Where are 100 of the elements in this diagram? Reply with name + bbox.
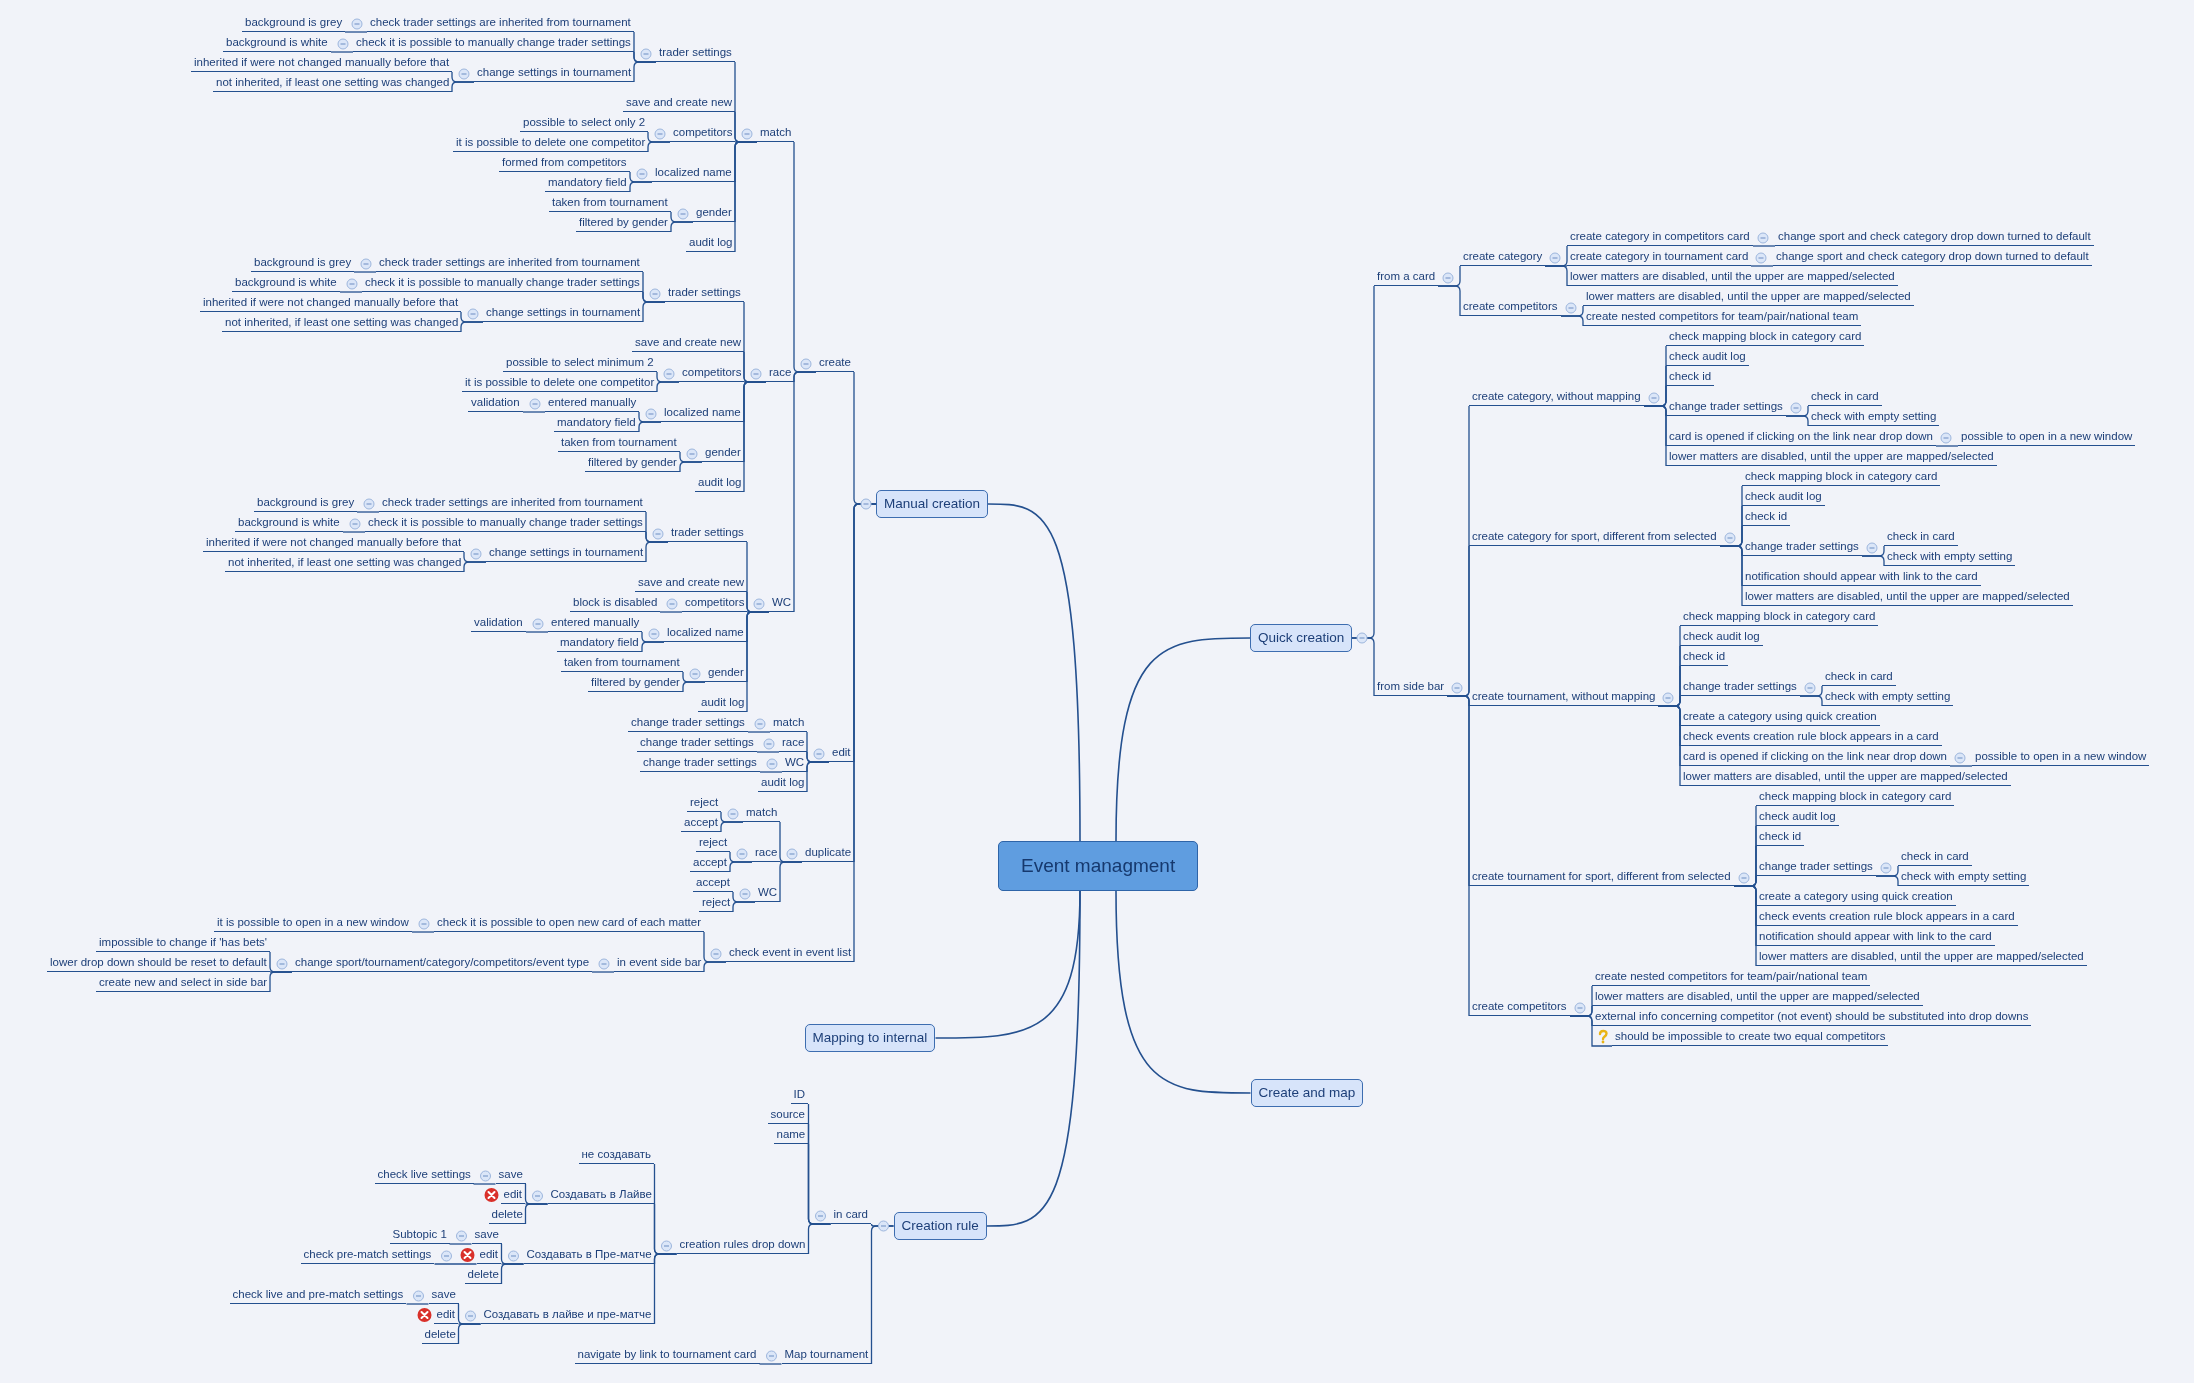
connector-line	[525, 631, 549, 633]
connector-line	[1935, 445, 1959, 447]
topic-label: mandatory field	[554, 415, 639, 432]
connector-line	[353, 271, 377, 273]
topic-label: possible to open in a new window	[1972, 749, 2150, 766]
connector-line	[743, 381, 767, 493]
connector-line	[451, 81, 475, 93]
topic-label: Map tournament	[781, 1347, 872, 1364]
topic-label: formed from competitors	[499, 155, 630, 172]
topic-label: taken from tournament	[561, 655, 683, 672]
connector-line	[642, 301, 666, 323]
topic-label: change trader settings	[637, 735, 757, 752]
topic-label: should be impossible to create two equal competitors	[1612, 1029, 1889, 1046]
topic-label: from side bar	[1374, 679, 1448, 696]
topic-label: competitors	[670, 125, 736, 142]
topic-label: create category in competitors card	[1567, 229, 1753, 246]
connector-line	[987, 503, 1081, 842]
topic-label: edit	[500, 1187, 526, 1204]
connector-line	[653, 1253, 678, 1325]
topic-label: creation rules drop down	[676, 1237, 809, 1254]
topic-label: check with empty setting	[1898, 869, 2030, 886]
topic-label: Subtopic 1	[389, 1227, 450, 1244]
topic-label: check trader settings are inherited from tournament	[367, 15, 634, 32]
topic-label: audit log	[686, 235, 736, 252]
connector-line	[729, 861, 753, 873]
topic-label: notification should appear with link to the card	[1756, 929, 1995, 946]
topic-label: accept	[690, 855, 730, 872]
topic-label: delete	[488, 1207, 526, 1224]
topic-label: create competitors	[1469, 999, 1570, 1016]
topic-box: Creation rule	[893, 1212, 987, 1240]
connector-line	[1544, 265, 1568, 287]
topic-label: card is opened if clicking on the link near drop down	[1680, 749, 1951, 766]
topic-box: Mapping to internal	[804, 1024, 936, 1052]
connector-line	[747, 731, 771, 733]
topic-label: check pre-match settings	[300, 1247, 435, 1264]
topic-label: trader settings	[665, 285, 744, 302]
connector-line	[433, 1263, 478, 1265]
topic-label: race	[779, 735, 808, 752]
connector-line	[870, 1225, 895, 1365]
topic-label: reject	[687, 795, 722, 812]
topic-label: check with empty setting	[1808, 409, 1940, 426]
topic-label: create category, without mapping	[1469, 389, 1644, 406]
connector-line	[500, 1263, 525, 1285]
connector-line	[633, 61, 657, 83]
topic-label: race	[752, 845, 781, 862]
connector-line	[1446, 695, 1470, 1017]
topic-label: filtered by gender	[588, 675, 683, 692]
connector-line	[1115, 637, 1251, 842]
topic-label: background is grey	[254, 495, 358, 512]
topic-label: match	[757, 125, 795, 142]
topic-label: delete	[464, 1267, 502, 1284]
central-topic-box: Event managment	[998, 841, 1199, 891]
topic-label: possible to select minimum 2	[503, 355, 657, 372]
topic-label: it is possible to delete one competitor	[453, 135, 649, 152]
connector-line	[985, 890, 1081, 1227]
topic-label: Создавать в Лайве	[547, 1187, 655, 1204]
connector-line	[638, 421, 662, 433]
topic-label: competitors	[682, 595, 748, 612]
topic-label: competitors	[679, 365, 745, 382]
topic-label: background is grey	[251, 255, 355, 272]
connector-line	[342, 531, 366, 533]
topic-label: gender	[705, 665, 747, 682]
topic-label: in card	[830, 1207, 872, 1224]
topic-label: audit log	[758, 775, 808, 792]
topic-label: gender	[693, 205, 735, 222]
connector-line	[1437, 285, 1461, 317]
topic-label: check id	[1680, 649, 1729, 666]
topic-label: match	[743, 805, 781, 822]
connector-line	[679, 461, 703, 473]
topic-label: audit log	[695, 475, 745, 492]
topic-label: Создавать в лайве и пре-матче	[480, 1307, 655, 1324]
topic-label: notification should appear with link to the card	[1742, 569, 1981, 586]
topic-label: background is white	[235, 515, 343, 532]
topic-label: save	[495, 1167, 526, 1184]
topic-label: entered manually	[545, 395, 640, 412]
topic-label: check mapping block in category card	[1666, 329, 1865, 346]
topic-label: change trader settings	[1756, 859, 1876, 876]
topic-label: entered manually	[548, 615, 643, 632]
topic-label: from a card	[1374, 269, 1439, 286]
topic-label: not inherited, if least one setting was changed	[225, 555, 465, 572]
connector-line	[356, 511, 380, 513]
connector-line	[1752, 245, 1776, 247]
topic-label: WC	[755, 885, 781, 902]
connector-line	[1643, 405, 1667, 467]
topic-label: ID	[790, 1087, 808, 1104]
topic-label: check event in event list	[726, 945, 855, 962]
topic-label: change settings in tournament	[474, 65, 635, 82]
topic-label: inherited if were not changed manually before that	[203, 535, 465, 552]
connector-line	[793, 371, 817, 613]
connector-line	[703, 961, 727, 973]
topic-label: change sport and check category drop down turned to default	[1775, 229, 2094, 246]
topic-label: check mapping block in category card	[1680, 609, 1879, 626]
connector-line	[779, 861, 803, 903]
connector-line	[807, 1223, 832, 1255]
topic-label: navigate by link to tournament card	[574, 1347, 760, 1364]
connector-line	[682, 681, 706, 693]
connector-line	[670, 221, 694, 233]
topic-label: external info concerning competitor (not event) should be substituted into drop downs	[1592, 1009, 2032, 1026]
topic-label: check live and pre-match settings	[229, 1287, 407, 1304]
topic-label: localized name	[652, 165, 735, 182]
